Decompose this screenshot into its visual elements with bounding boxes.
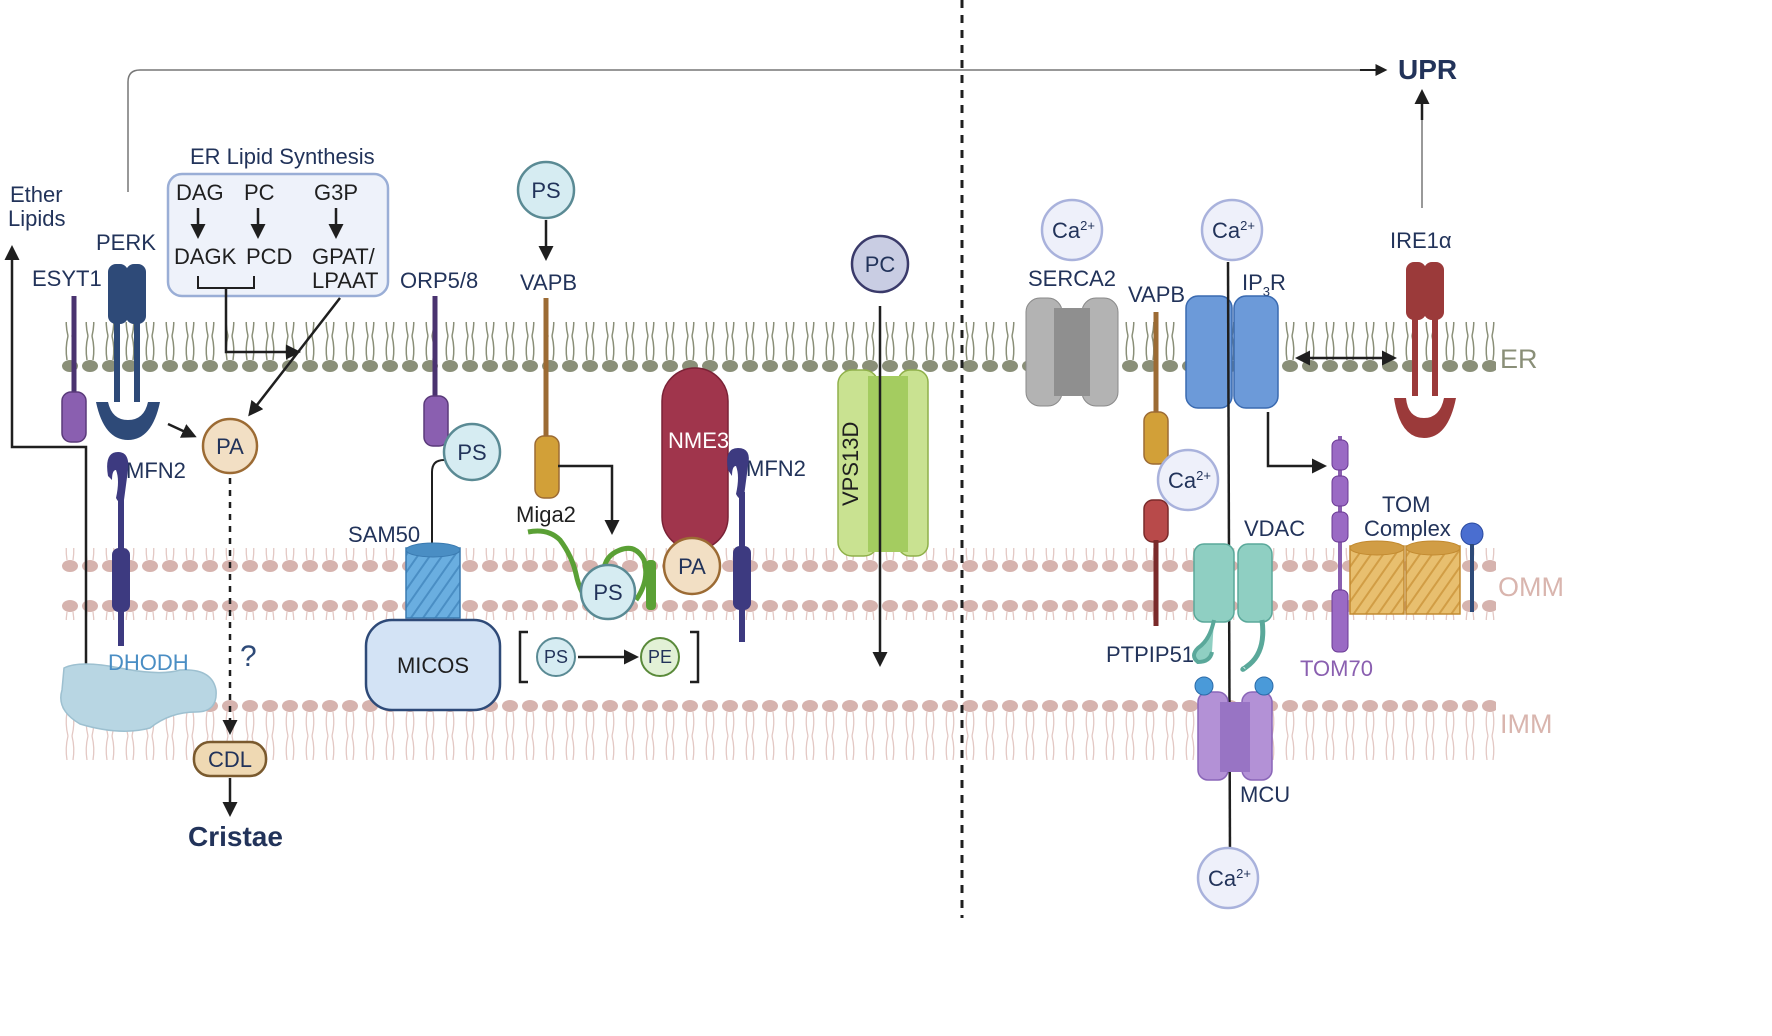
- esyt1-domain: [61, 391, 87, 443]
- cristae-label: Cristae: [188, 821, 283, 852]
- tom-receptor-pin: [1460, 522, 1484, 612]
- vapb-right-domain: [1143, 411, 1169, 465]
- er-lipid-synthesis-title: ER Lipid Synthesis: [190, 144, 375, 169]
- ca-ip3r-circle: [1200, 198, 1264, 262]
- tom-complex-barrels: [1349, 540, 1461, 615]
- pe-small-label: PE: [648, 647, 672, 667]
- vapb-left-label: VAPB: [520, 270, 577, 295]
- ps-miga-circle: [579, 563, 637, 621]
- mcu-protein: [1194, 676, 1274, 781]
- dagk-pcd-to-pa-arrow: [224, 288, 301, 360]
- dhodh-to-ether-lipids-arrow: [4, 245, 88, 665]
- ps-top-label: PS: [531, 178, 560, 203]
- mfn2-right-protein: [727, 448, 751, 642]
- ca-matrix-circle: [1196, 846, 1260, 910]
- sam50-barrel: [405, 542, 461, 619]
- tom-complex-label-1: TOM: [1382, 492, 1430, 517]
- ca-vapb-circle: [1156, 448, 1220, 512]
- micos-box: [364, 618, 502, 712]
- pe-small-circle: [640, 637, 680, 677]
- pa-label: PA: [216, 434, 244, 459]
- pcd-label: PCD: [246, 244, 292, 269]
- tom70-protein: [1331, 436, 1349, 653]
- gpat-label: GPAT/: [312, 244, 376, 269]
- gpat-to-pa-arrow: [248, 297, 341, 417]
- pa-nme3-label: PA: [678, 554, 706, 579]
- dhodh-shape: [60, 663, 217, 732]
- dagk-label: DAGK: [174, 244, 237, 269]
- tom70-label: TOM70: [1300, 656, 1373, 681]
- ps-small-label: PS: [544, 647, 568, 667]
- ip3r-to-tom70-arrow: [1266, 412, 1327, 474]
- vdac-label: VDAC: [1244, 516, 1305, 541]
- ether-lipids-label: Ether: [10, 182, 63, 207]
- vps13d-label: VPS13D: [838, 422, 863, 506]
- er-label: ER: [1500, 344, 1538, 374]
- omm-membrane: [58, 548, 1496, 620]
- ire1a-label: IRE1α: [1390, 228, 1452, 253]
- esyt1-label: ESYT1: [32, 266, 102, 291]
- mfn2-left-label: MFN2: [126, 458, 186, 483]
- ether-lipids-label-2: Lipids: [8, 206, 65, 231]
- er-lipid-synthesis-box: [166, 172, 390, 298]
- micos-label: MICOS: [397, 653, 469, 678]
- ip3r-protein: [1185, 295, 1279, 409]
- ptpip51-domain: [1143, 499, 1169, 543]
- vapb-to-miga2-arrow: [558, 464, 620, 535]
- mcu-label: MCU: [1240, 782, 1290, 807]
- perk-protein: [96, 264, 160, 440]
- pc-circle: [850, 234, 910, 294]
- ca-matrix-label: Ca2+: [1208, 866, 1251, 891]
- mfn2-right-label: MFN2: [746, 456, 806, 481]
- perk-label: PERK: [96, 230, 156, 255]
- ps-orp-circle: [442, 422, 502, 482]
- tom-complex-label-2: Complex: [1364, 516, 1451, 541]
- nme3-protein: [661, 367, 729, 551]
- cdl-box: [192, 740, 268, 778]
- cdl-label: CDL: [208, 747, 252, 772]
- ps-pe-bracket-left: [518, 630, 528, 684]
- ps-miga-label: PS: [593, 580, 622, 605]
- g3p-label: G3P: [314, 180, 358, 205]
- perk-to-pa-arrow: [167, 422, 197, 438]
- sam50-label: SAM50: [348, 522, 420, 547]
- miga2-label: Miga2: [516, 502, 576, 527]
- vdac-protein: [1192, 543, 1273, 672]
- ps-pe-bracket-right: [690, 630, 700, 684]
- ps-orp-label: PS: [457, 440, 486, 465]
- mfn2-left-protein: [107, 452, 130, 646]
- serca2-protein: [1025, 297, 1119, 407]
- vapb-left-domain: [534, 435, 560, 499]
- ps-top-circle: [516, 160, 576, 220]
- pa-nme3-circle: [662, 536, 722, 596]
- upr-label: UPR: [1398, 54, 1457, 85]
- ca-serca-label: Ca2+: [1052, 218, 1095, 243]
- lpaat-label: LPAAT: [312, 268, 378, 293]
- omm-label: OMM: [1498, 572, 1564, 602]
- pc-circle-label: PC: [865, 252, 896, 277]
- orp58-label: ORP5/8: [400, 268, 478, 293]
- question-mark: ?: [240, 640, 257, 673]
- imm-membrane: [58, 688, 1496, 760]
- ca-serca-circle: [1040, 198, 1104, 262]
- perk-to-upr-line: [127, 69, 1382, 192]
- vapb-right-label: VAPB: [1128, 282, 1185, 307]
- imm-label: IMM: [1500, 709, 1552, 739]
- serca2-label: SERCA2: [1028, 266, 1116, 291]
- ca-ip3r-label: Ca2+: [1212, 218, 1255, 243]
- ca-vapb-label: Ca2+: [1168, 468, 1211, 493]
- ire1a-protein: [1394, 262, 1456, 438]
- pc-substrate-label: PC: [244, 180, 275, 205]
- vps13d-protein: [837, 369, 929, 557]
- dhodh-label: DHODH: [108, 650, 189, 675]
- orp58-domain: [423, 395, 449, 447]
- dag-label: DAG: [176, 180, 224, 205]
- miga2-anchor: [646, 560, 656, 610]
- ps-small-circle: [536, 637, 576, 677]
- ptpip51-label: PTPIP51: [1106, 642, 1194, 667]
- pa-circle: [201, 417, 259, 475]
- nme3-label: NME3: [668, 428, 729, 453]
- ip3r-label: IP3R: [1242, 270, 1286, 299]
